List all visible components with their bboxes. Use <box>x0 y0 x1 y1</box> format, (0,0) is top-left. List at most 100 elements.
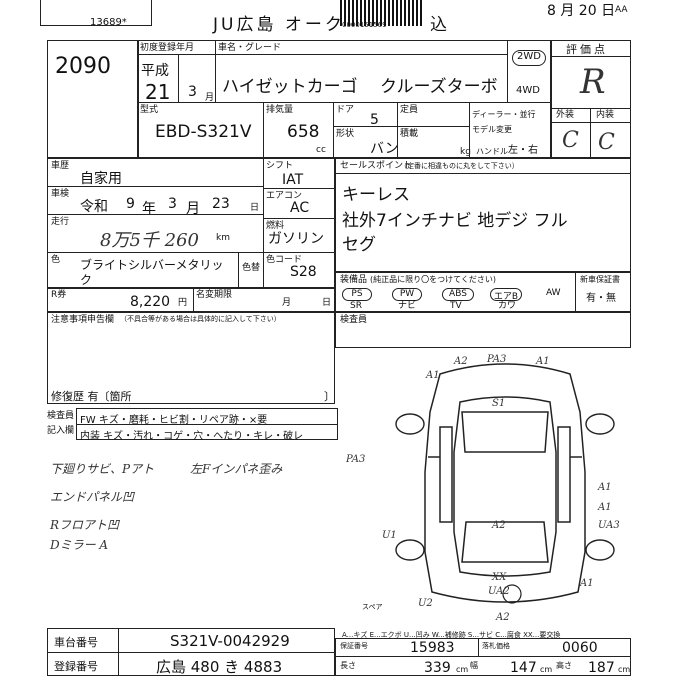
reg-month-unit: 月 <box>205 93 215 103</box>
handwritten-note-2: エンドパネル凹 <box>50 490 135 504</box>
capacity-label: 定員 <box>400 105 419 115</box>
recycle-amount: 8,220 <box>130 294 171 310</box>
equipment-label: 装備品 <box>340 275 368 285</box>
inspection-year: 9 <box>126 196 135 212</box>
equip-navi: ナビ <box>398 301 417 311</box>
equip-airbag: エアB <box>490 288 522 302</box>
plate-number: 広島 480 き 4883 <box>156 658 283 676</box>
model-change-label: モデル変更 <box>472 125 512 134</box>
interior-score: C <box>598 130 615 155</box>
load-label: 積載 <box>400 129 419 139</box>
fuel-label: 燃料 <box>266 221 285 231</box>
kg-unit: kg <box>460 147 471 157</box>
km-unit: km <box>216 233 230 243</box>
sales-line-2: 社外7インチナビ 地デジ フル <box>342 211 568 231</box>
recycle-frame <box>47 288 335 312</box>
mark-a1-top: A1 <box>536 356 550 367</box>
inspection-day: 23 <box>212 196 230 212</box>
car-name: ハイゼットカーゴ <box>222 77 358 97</box>
inspection-label-1: 検査員 <box>47 411 75 421</box>
name-change-label: 名変期限 <box>196 290 233 300</box>
first-reg-label: 初度登録年月 <box>140 43 195 53</box>
ac-label: エアコン <box>266 191 303 201</box>
shape-label: 形状 <box>336 129 355 139</box>
mark-ua2: UA2 <box>488 586 510 597</box>
mark-a2-mid: A2 <box>492 520 506 531</box>
length: 339 <box>424 660 451 676</box>
equipment-sub: (純正品に限り〇をつけてください) <box>370 275 497 284</box>
model: EBD-S321V <box>155 122 252 142</box>
repair-history-close: 〕 <box>324 390 335 403</box>
score-label: 評価点 <box>566 43 608 56</box>
lot-number: 2090 <box>55 54 111 79</box>
repair-history: 修復歴 有〔箇所 <box>51 390 132 403</box>
width-unit: cm <box>540 665 553 674</box>
notes-frame <box>47 312 335 404</box>
mark-a1-left: A1 <box>426 370 440 381</box>
use-frame <box>47 158 335 288</box>
color-change-label: 色替 <box>242 263 261 273</box>
reserve-number: 15983 <box>410 640 455 656</box>
width: 147 <box>510 660 537 676</box>
new-car-value: 有・無 <box>586 293 616 304</box>
cc-unit: cc <box>316 145 326 155</box>
use-label: 車歴 <box>51 161 70 171</box>
ac: AC <box>290 200 310 216</box>
equip-ps: PS <box>342 288 372 301</box>
lot-number-top: 13689* <box>90 17 127 28</box>
inspection-row-2: 内装 キズ・汚れ・コゲ・穴・へたり・キレ・破レ <box>80 431 304 442</box>
mark-a1-right1: A1 <box>598 482 612 493</box>
handwritten-note-1: 下廻りサビ、Pアト <box>50 462 155 476</box>
footer-right-frame <box>335 638 631 676</box>
sales-frame <box>335 158 631 272</box>
inspection-month: 3 <box>168 196 177 212</box>
auction-no: 0060 <box>562 640 598 656</box>
mark-spare: スペア <box>362 603 383 611</box>
inspector-frame <box>335 312 631 348</box>
chassis-label: 車台番号 <box>54 636 98 649</box>
drive-4wd: 4WD <box>516 85 540 96</box>
height-unit: cm <box>618 665 631 674</box>
equipment-frame <box>335 272 631 312</box>
equip-tv: TV <box>450 301 462 311</box>
equip-sr: SR <box>350 301 362 311</box>
mark-a1-right3: A1 <box>580 578 594 589</box>
color-label: 色 <box>51 255 61 265</box>
car-grade: クルーズターボ <box>380 77 498 97</box>
redacted-number <box>340 0 424 26</box>
handwritten-note-4: Dミラー A <box>50 538 109 552</box>
reg-era: 平成 <box>141 63 169 79</box>
mark-pa3-top: PA3 <box>487 354 507 365</box>
width-label: 幅 <box>470 661 478 670</box>
handwritten-note-3: Rフロアト凹 <box>50 518 120 532</box>
mark-a1-right2: A1 <box>598 502 612 513</box>
inspection-day-unit: 日 <box>250 203 260 213</box>
exterior-score: C <box>562 128 579 153</box>
inspection-label-2: 記入欄 <box>47 426 75 436</box>
shift-label: シフト <box>266 161 294 171</box>
reg-month: 3 <box>188 84 197 100</box>
date: 8 月 20 日 <box>547 3 616 19</box>
inspector-label: 検査員 <box>340 315 368 325</box>
recycle-yen: 円 <box>178 298 188 308</box>
drive-2wd: 2WD <box>512 50 546 66</box>
handwritten-note-5: 左Fインパネ歪み <box>190 462 283 476</box>
mileage: 8万5千 260 <box>100 230 199 251</box>
height-label: 高さ <box>556 661 572 670</box>
inspection-era: 令和 <box>80 199 108 215</box>
equip-pw: PW <box>392 288 422 301</box>
mileage-label: 走行 <box>51 217 70 227</box>
car-diagram <box>395 363 615 604</box>
lot-number-top-box <box>40 0 152 26</box>
chassis-number: S321V-0042929 <box>170 632 290 650</box>
plate-label: 登録番号 <box>54 660 98 673</box>
model-label: 型式 <box>140 105 159 115</box>
reg-year: 21 <box>145 80 171 104</box>
redacted-number-text: 0000151569 <box>342 21 387 29</box>
exterior-label: 外装 <box>556 110 575 120</box>
color-code-label: 色コード <box>266 255 303 265</box>
mark-a2-bottom: A2 <box>496 612 510 623</box>
dealer-label: ディーラー・並行 <box>472 110 536 119</box>
auction-no-label: 落札価格 <box>482 642 510 650</box>
mark-s1: S1 <box>492 398 506 409</box>
